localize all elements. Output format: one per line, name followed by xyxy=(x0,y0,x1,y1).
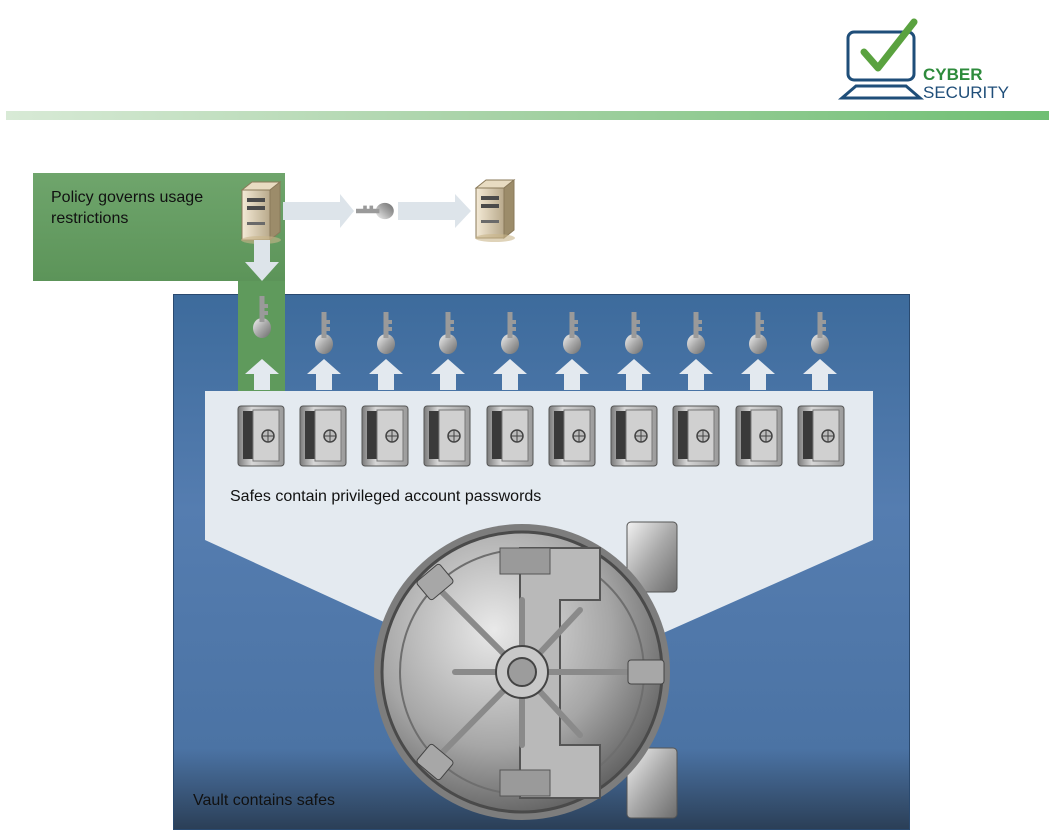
key-icon xyxy=(563,312,581,354)
safe-icon xyxy=(548,405,596,467)
key-icon xyxy=(811,312,829,354)
key-icon xyxy=(315,312,333,354)
safe-icon xyxy=(299,405,347,467)
safe-icon xyxy=(237,405,285,467)
safe-icon xyxy=(797,405,845,467)
vault-label: Vault contains safes xyxy=(193,792,336,809)
cyber-security-logo: CYBER SECURITY xyxy=(836,18,1036,108)
up-arrow-icon xyxy=(617,359,651,390)
up-arrow-icon xyxy=(803,359,837,390)
right-arrow-icon-2 xyxy=(398,194,471,228)
safe-icon xyxy=(423,405,471,467)
policy-label: Policy governs usage restrictions xyxy=(51,189,204,227)
vault-door-icon xyxy=(374,521,678,820)
policy-server-icon xyxy=(240,181,282,245)
key-icon xyxy=(625,312,643,354)
safe-icon xyxy=(486,405,534,467)
key-icon xyxy=(749,312,767,354)
up-arrow-icon xyxy=(679,359,713,390)
transit-key-icon xyxy=(356,202,394,220)
up-arrow-icon xyxy=(493,359,527,390)
logo-security-text: SECURITY xyxy=(923,83,1009,102)
safe-icon xyxy=(672,405,720,467)
safe-icon xyxy=(735,405,783,467)
target-server-icon xyxy=(474,179,516,243)
key-icon xyxy=(439,312,457,354)
up-arrow-icon xyxy=(369,359,403,390)
key-icon xyxy=(377,312,395,354)
safes-label: Safes contain privileged account passwor… xyxy=(230,488,542,505)
right-arrow-icon xyxy=(283,194,354,228)
up-arrow-icon xyxy=(431,359,465,390)
checked-out-key-icon xyxy=(253,296,271,338)
logo-cyber-text: CYBER xyxy=(923,65,983,84)
header-divider xyxy=(6,111,1049,120)
safe-icon xyxy=(610,405,658,467)
down-arrow-icon xyxy=(245,240,279,281)
monitor-check-icon xyxy=(837,18,925,100)
up-arrow-icon xyxy=(741,359,775,390)
safe-icon xyxy=(361,405,409,467)
key-icon xyxy=(501,312,519,354)
up-arrow-icon xyxy=(555,359,589,390)
up-arrow-icon xyxy=(307,359,341,390)
up-arrow-icon xyxy=(245,359,279,390)
key-icon xyxy=(687,312,705,354)
key-arrow-row xyxy=(245,312,837,390)
